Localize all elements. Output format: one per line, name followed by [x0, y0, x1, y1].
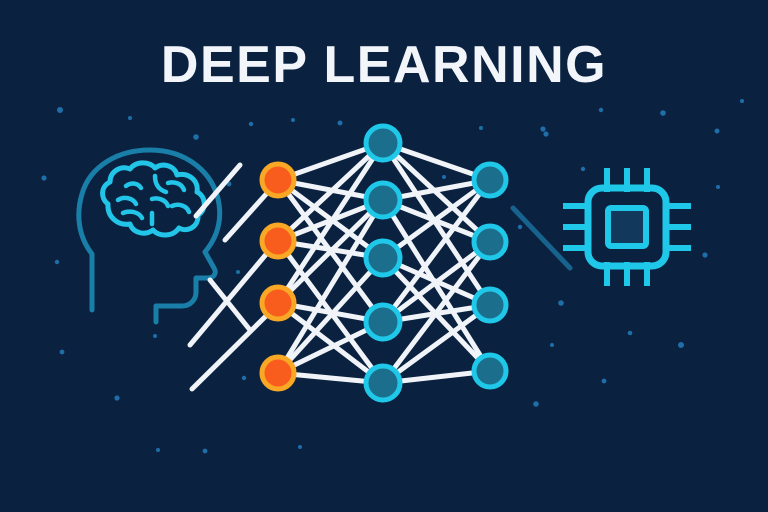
background-dot [714, 128, 720, 134]
network-node-i4[interactable] [259, 354, 297, 392]
background-dot [298, 445, 302, 449]
background-dot [241, 375, 247, 381]
edge-hidden-output [380, 177, 493, 261]
background-dot [550, 343, 554, 347]
edge-hidden-output [380, 239, 493, 325]
background-dot [202, 448, 208, 454]
input-stub-lines [187, 162, 271, 392]
background-dot [627, 330, 633, 336]
background-dot [57, 107, 63, 113]
cpu-chip-icon [563, 168, 691, 286]
background-dot [291, 118, 295, 122]
background-dot [114, 395, 120, 401]
background-dot [248, 121, 254, 127]
background-dot [540, 126, 546, 132]
stub-line [187, 249, 271, 348]
stub-line [222, 189, 271, 243]
network-node-o3[interactable] [471, 286, 509, 324]
edge-input-hidden [275, 197, 386, 376]
background-dot [193, 134, 199, 140]
edge-input-hidden [275, 140, 386, 306]
network-node-h3[interactable] [363, 238, 403, 278]
background-dot [156, 448, 160, 452]
background-dot [678, 342, 684, 348]
edge-input-hidden [275, 255, 386, 376]
edge-hidden-output [380, 239, 493, 386]
output-to-chip-beam [510, 205, 573, 271]
background-dot [236, 270, 240, 274]
background-dot [479, 126, 483, 130]
network-node-i2[interactable] [259, 222, 297, 260]
stub-line [193, 162, 243, 219]
background-dot [580, 166, 586, 172]
network-node-i1[interactable] [259, 161, 297, 199]
edge-hidden-output [380, 177, 493, 325]
background-dot [716, 185, 720, 189]
edge-hidden-output [380, 197, 493, 374]
background-dot [543, 131, 549, 137]
stub-line [207, 277, 253, 333]
background-dot [598, 107, 604, 113]
background-dot [740, 99, 744, 103]
background-dot [337, 120, 343, 126]
background-dot [41, 175, 47, 181]
network-node-o4[interactable] [471, 352, 509, 390]
stub-line [189, 311, 271, 392]
edge-input-hidden [275, 300, 386, 386]
network-node-i3[interactable] [259, 284, 297, 322]
edge-input-hidden [275, 140, 386, 244]
beam-line [510, 205, 573, 271]
background-dot [660, 110, 666, 116]
background-dot [702, 252, 708, 258]
brain-head-icon [76, 147, 223, 325]
edge-input-hidden [275, 197, 386, 306]
background-dot [601, 378, 607, 384]
page-title: DEEP LEARNING [160, 36, 608, 94]
network-node-o2[interactable] [471, 223, 509, 261]
background-dot [558, 300, 564, 306]
background-dot [153, 334, 157, 338]
network-nodes [259, 123, 509, 403]
background-dot [533, 401, 539, 407]
network-node-h1[interactable] [363, 123, 403, 163]
background-dot [59, 349, 65, 355]
edge-hidden-output [380, 140, 493, 308]
edge-hidden-output [380, 302, 493, 386]
background-dot [128, 116, 132, 120]
background-dot [54, 259, 60, 265]
background-dot [517, 224, 523, 230]
network-node-h2[interactable] [363, 180, 403, 220]
network-node-h5[interactable] [363, 363, 403, 403]
network-node-o1[interactable] [471, 161, 509, 199]
network-node-h4[interactable] [363, 302, 403, 342]
background-dot [442, 175, 446, 179]
